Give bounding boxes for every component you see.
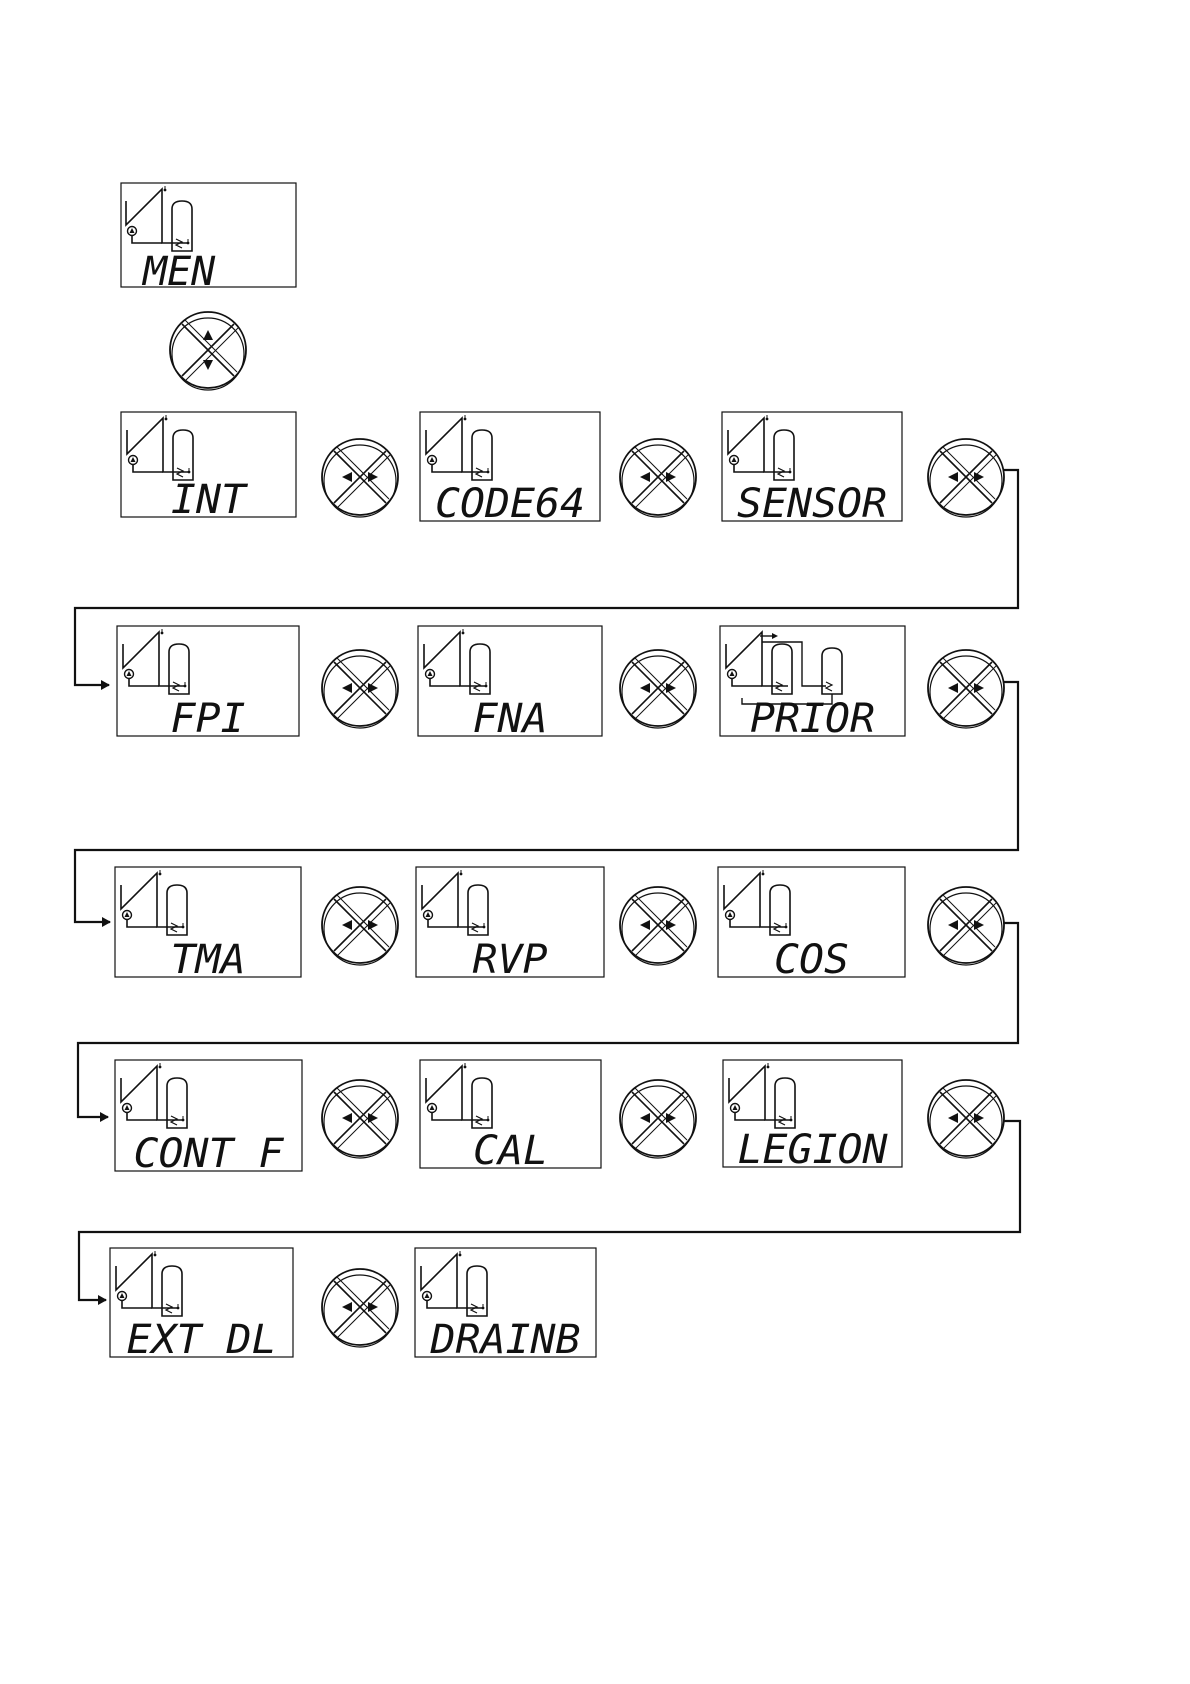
lcd-label-ext-dl: EXT DL (127, 1317, 277, 1363)
lcd-screen-rvp: RVP (416, 867, 604, 983)
lcd-screen-fna: FNA (418, 626, 602, 742)
left-right-arrow-keypad-icon (928, 887, 1004, 965)
arrowhead-icon (98, 1295, 107, 1305)
lcd-screen-drainb: DRAINB (415, 1248, 596, 1363)
lcd-screen-tma: TMA (115, 867, 301, 983)
lcd-label-code64: CODE64 (435, 481, 585, 527)
lcd-label-fpi: FPI (171, 696, 246, 742)
left-right-arrow-keypad-icon (620, 887, 696, 965)
lcd-label-men: MEN (141, 249, 216, 295)
lcd-label-rvp: RVP (473, 937, 548, 983)
lcd-label-cal: CAL (473, 1128, 548, 1174)
lcd-label-drainb: DRAINB (429, 1317, 580, 1363)
lcd-screen-legion: LEGION (723, 1060, 902, 1173)
left-right-arrow-keypad-icon (322, 1080, 398, 1158)
lcd-screen-prior: PRIOR (720, 626, 905, 742)
lcd-screen-fpi: FPI (117, 626, 299, 742)
lcd-screen-sensor: SENSOR (722, 412, 902, 527)
left-right-arrow-keypad-icon (322, 1269, 398, 1347)
lcd-screen-men: MEN (121, 183, 296, 295)
arrowhead-icon (100, 1112, 109, 1122)
arrowhead-icon (102, 917, 111, 927)
left-right-arrow-keypad-icon (322, 439, 398, 517)
lcd-screen-ext-dl: EXT DL (110, 1248, 293, 1363)
up-down-arrow-keypad-icon (170, 312, 246, 390)
menu-screens: INT CODE64 SENSOR FPI FNA PRIOR TMA RVP COS CONT … (110, 412, 905, 1363)
lcd-label-legion: LEGION (738, 1127, 889, 1173)
lcd-screen-int: INT (121, 412, 296, 523)
left-right-arrow-keypad-icon (928, 650, 1004, 728)
left-right-arrow-keypad-icon (620, 1080, 696, 1158)
lcd-screen-cal: CAL (420, 1060, 601, 1174)
lcd-label-tma: TMA (171, 937, 246, 983)
lcd-screen-cont-f: CONT F (115, 1060, 302, 1177)
lcd-screen-code64: CODE64 (420, 412, 600, 527)
left-right-arrow-keypad-icon (620, 650, 696, 728)
lcd-screen-cos: COS (718, 867, 905, 983)
lcd-label-cont-f: CONT F (134, 1131, 285, 1177)
lcd-label-prior: PRIOR (750, 696, 875, 742)
lcd-label-fna: FNA (473, 696, 548, 742)
left-right-arrow-keypad-icon (620, 439, 696, 517)
lcd-label-cos: COS (774, 937, 849, 983)
lcd-label-int: INT (171, 477, 249, 523)
left-right-arrow-keypad-icon (928, 1080, 1004, 1158)
left-right-arrow-keypad-icon (322, 650, 398, 728)
arrowhead-icon (101, 680, 110, 690)
lcd-label-sensor: SENSOR (737, 481, 887, 527)
left-right-arrow-keypad-icon (322, 887, 398, 965)
left-right-arrow-keypad-icon (928, 439, 1004, 517)
